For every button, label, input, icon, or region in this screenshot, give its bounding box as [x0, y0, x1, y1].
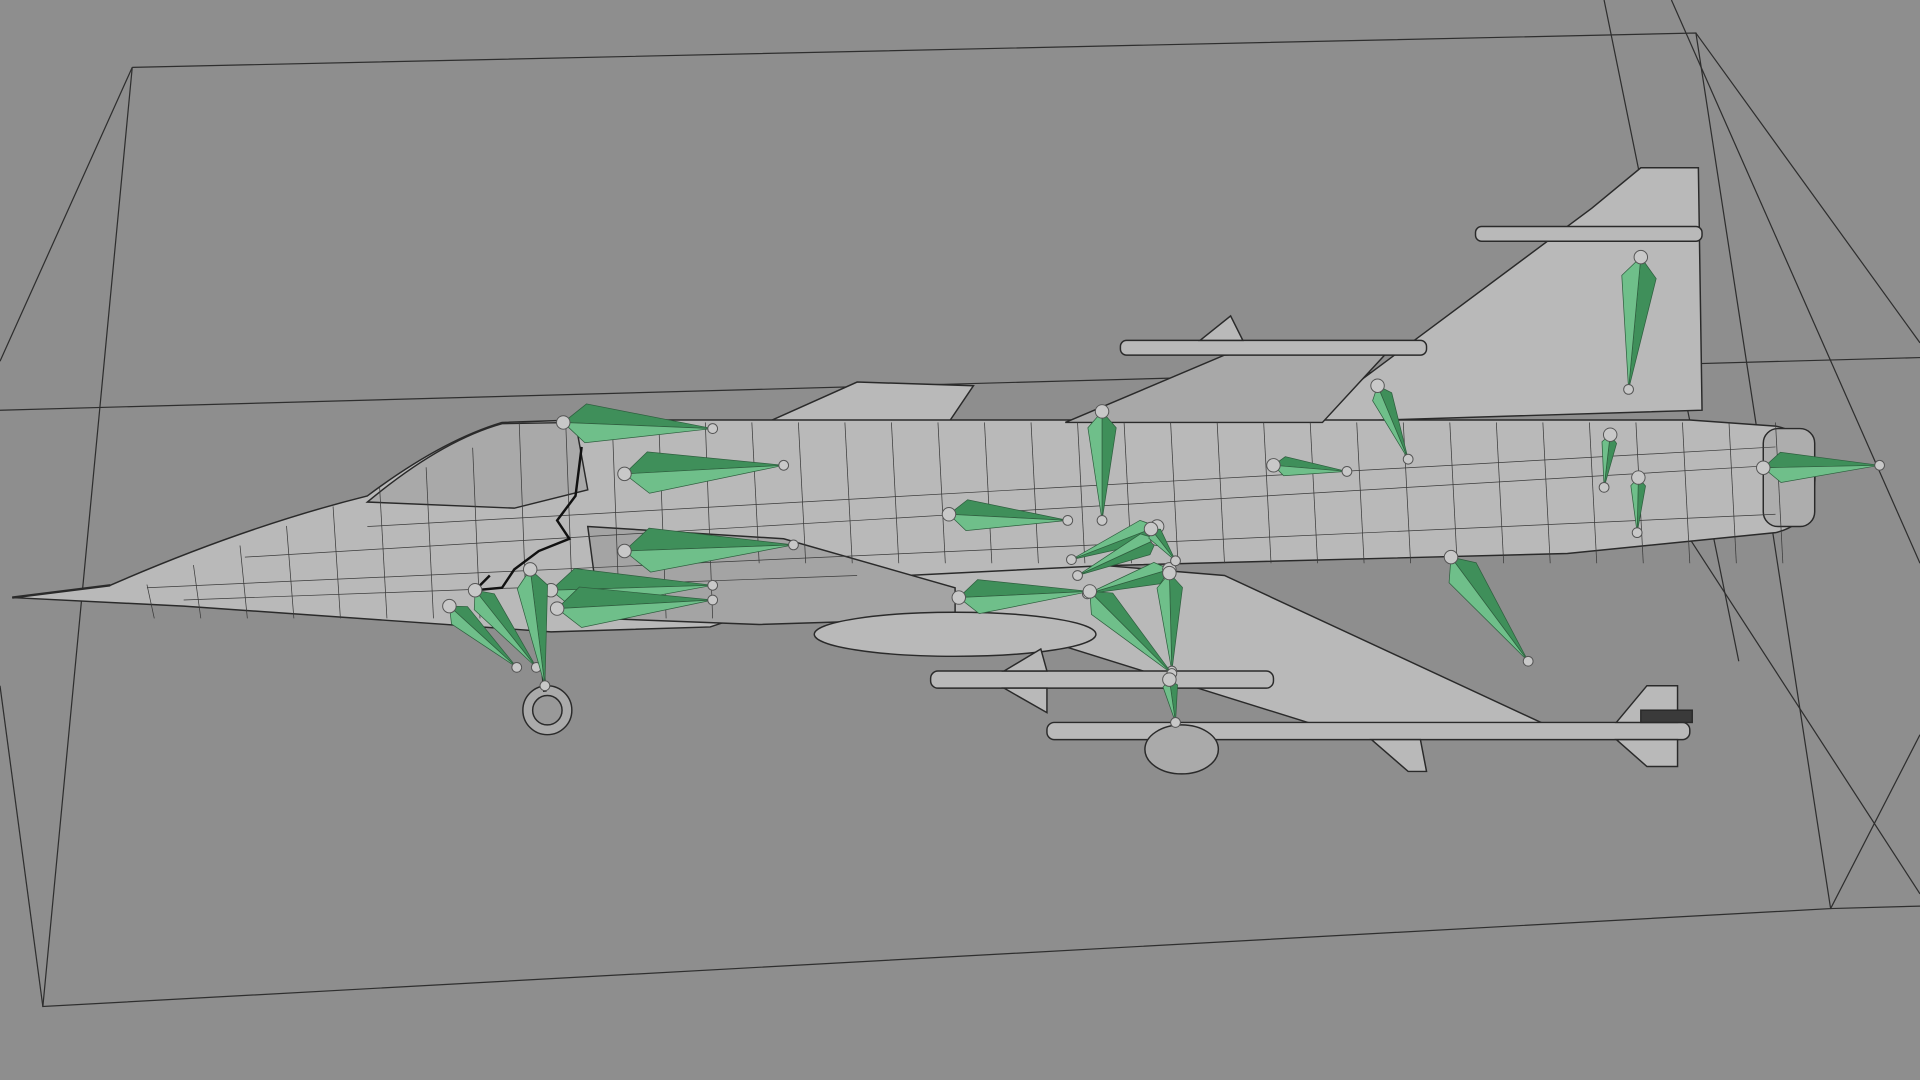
bone-tail-joint[interactable]: [1170, 717, 1181, 728]
bone-shape: [1762, 464, 1880, 483]
bone-joint[interactable]: [467, 582, 483, 598]
bone-tail-joint[interactable]: [539, 680, 551, 692]
bone-joint[interactable]: [1143, 521, 1159, 537]
bone[interactable]: [1598, 427, 1618, 493]
bone-shape: [948, 513, 1068, 532]
bone-joint[interactable]: [1162, 565, 1177, 581]
bone[interactable]: [1621, 249, 1657, 395]
bone-shape: [516, 568, 546, 686]
bone[interactable]: [1266, 456, 1353, 477]
bone-tail-joint[interactable]: [1341, 466, 1353, 477]
bone-joint[interactable]: [1756, 460, 1771, 475]
bone[interactable]: [1143, 521, 1181, 567]
bone-shape: [623, 464, 784, 494]
rig-bones[interactable]: [442, 249, 1885, 728]
bone[interactable]: [617, 451, 790, 494]
bone-joint[interactable]: [549, 601, 565, 616]
bone-joint[interactable]: [1162, 672, 1177, 687]
bone-joint[interactable]: [1633, 249, 1649, 265]
bone[interactable]: [1162, 672, 1181, 728]
bone-shape: [957, 591, 1090, 615]
bone-joint[interactable]: [1443, 549, 1459, 565]
pitot-probe: [12, 584, 111, 599]
bone[interactable]: [549, 586, 719, 628]
bone[interactable]: [1370, 378, 1414, 465]
bone-shape: [1272, 464, 1347, 477]
bone-joint[interactable]: [1602, 427, 1618, 442]
bone[interactable]: [1630, 470, 1646, 539]
bone-joint[interactable]: [1082, 584, 1098, 599]
bone-tail-joint[interactable]: [1072, 570, 1083, 581]
bone-tail-joint[interactable]: [511, 661, 523, 673]
bone-joint[interactable]: [1370, 378, 1385, 393]
bone[interactable]: [617, 527, 799, 573]
bone-shape: [556, 599, 713, 628]
bone-shape: [1621, 256, 1642, 390]
bone-shape: [1156, 572, 1173, 672]
bone-shape: [1077, 533, 1159, 576]
bone[interactable]: [1087, 404, 1117, 526]
cockpit-rig: [471, 446, 583, 592]
bone-shape: [1372, 384, 1409, 460]
bone[interactable]: [941, 499, 1074, 532]
bone-shape: [1089, 590, 1173, 674]
bone-joint[interactable]: [941, 507, 957, 522]
bone-tail-joint[interactable]: [778, 459, 790, 471]
bone-tail-joint[interactable]: [1874, 459, 1885, 471]
bone-joint[interactable]: [1094, 404, 1110, 419]
bone-tail-joint[interactable]: [707, 579, 719, 591]
bone[interactable]: [1156, 565, 1183, 677]
bone-shape: [623, 544, 794, 573]
bone-shape: [1087, 561, 1171, 595]
bone-tail-joint[interactable]: [1598, 481, 1610, 493]
bone-tail-joint[interactable]: [1522, 655, 1534, 667]
missile-lower-1: [929, 647, 1275, 714]
bone-joint[interactable]: [522, 562, 538, 577]
bone-tail-joint[interactable]: [788, 539, 799, 551]
bone-tail-joint[interactable]: [1402, 453, 1414, 465]
drop-tank: [813, 611, 1097, 658]
bone-joint[interactable]: [617, 543, 632, 559]
bone-shape: [473, 589, 537, 668]
bone-joint[interactable]: [1266, 458, 1281, 473]
bone-shape: [1448, 556, 1529, 662]
bone-joint[interactable]: [1631, 470, 1646, 485]
bone-joint[interactable]: [617, 466, 632, 482]
landing-gear-main: [1144, 724, 1220, 775]
bone-shape: [1087, 410, 1103, 521]
bone-tail-joint[interactable]: [1623, 384, 1634, 395]
bone-shape: [448, 605, 517, 668]
missile-upper: [1119, 225, 1703, 356]
bone-joint[interactable]: [951, 590, 966, 605]
bone-tail-joint[interactable]: [1062, 515, 1074, 526]
bone[interactable]: [1756, 451, 1885, 483]
bone[interactable]: [516, 562, 551, 692]
bone-tail-joint[interactable]: [1066, 554, 1077, 565]
bone-joint[interactable]: [442, 598, 457, 614]
bounding-box: [0, 0, 1920, 1008]
bone-tail-joint[interactable]: [1170, 555, 1181, 567]
bone[interactable]: [556, 403, 719, 444]
bone-tail-joint[interactable]: [1631, 527, 1643, 539]
bone-tail-joint[interactable]: [707, 423, 719, 434]
bone-tail-joint[interactable]: [1096, 515, 1108, 526]
bone-tail-joint[interactable]: [707, 594, 719, 606]
bone[interactable]: [1443, 549, 1534, 667]
bone[interactable]: [442, 598, 523, 673]
bone-joint[interactable]: [556, 415, 571, 430]
bone-shape: [562, 422, 713, 444]
